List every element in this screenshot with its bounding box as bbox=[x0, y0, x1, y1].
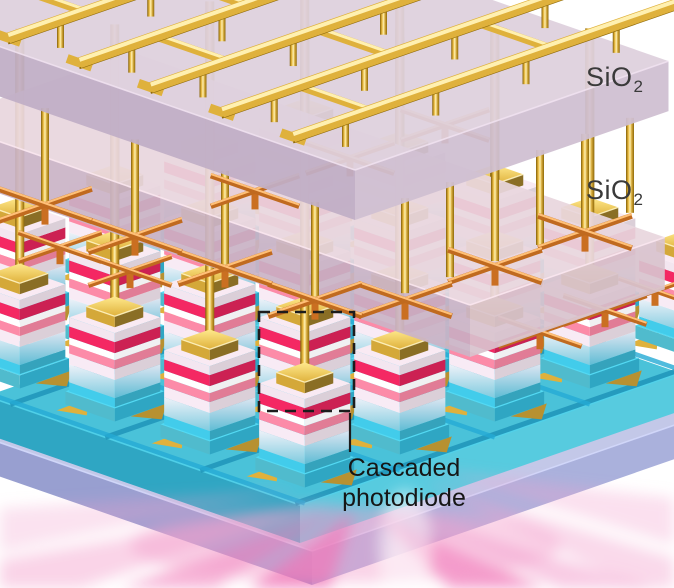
via-pillars-gap bbox=[41, 108, 634, 298]
light-rays bbox=[0, 470, 674, 588]
sio2-middle-subscript: 2 bbox=[633, 189, 644, 209]
sio2-label-top: SiO2 bbox=[586, 62, 644, 96]
callout-dashed-box bbox=[257, 310, 356, 413]
gold-interconnect-grid bbox=[0, 0, 674, 147]
callout-line2: photodiode bbox=[342, 484, 466, 512]
sio2-top-subscript: 2 bbox=[633, 76, 644, 96]
sio2-top-text: SiO bbox=[586, 62, 633, 92]
callout bbox=[257, 310, 356, 452]
callout-line1: Cascaded bbox=[347, 454, 461, 482]
sio2-middle-text: SiO bbox=[586, 175, 633, 205]
sio2-label-middle: SiO2 bbox=[586, 175, 644, 209]
